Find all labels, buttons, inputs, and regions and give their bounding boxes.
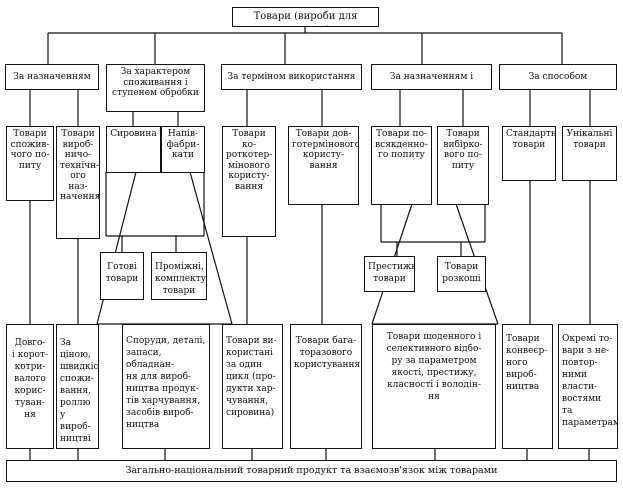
box-semi-finished: Напів- фабри- кати [161, 126, 205, 173]
category-by-production: За способом виготовлення [499, 64, 617, 90]
desc-single-cycle: Товари ви- користані за один цикл (про- … [222, 324, 283, 449]
box-raw-materials: Сировина [106, 126, 161, 173]
category-by-purpose: За назначенням [5, 64, 99, 90]
desc-buildings-parts: Споруди, деталі, запаси, обладнан- ня дл… [122, 324, 210, 449]
box-long-term-goods: Товари дов- готермінового користу- вання [288, 126, 359, 205]
category-by-consumption: За характером споживання і ступенем обро… [106, 64, 205, 112]
category-by-purpose-and-price: За назначенням і ціною [371, 64, 492, 90]
desc-conveyor-production: Товари конвеєр- ного вироб- ництва [502, 324, 553, 449]
box-intermediate-goods: Проміжні, комплектуючі товари [151, 252, 207, 300]
bottom-summary-box: Загально-національний товарний продукт т… [6, 460, 617, 482]
desc-long-short-use: Довго- і корот- котри- валого корис- тув… [6, 324, 54, 449]
root-box: Товари (вироби для продажу) [232, 7, 379, 27]
box-luxury-goods: Товари розкоші [437, 256, 486, 292]
desc-daily-selective: Товари щоденного і селективного відбо- р… [372, 324, 496, 449]
box-standard-goods: Стандартні товари [502, 126, 556, 181]
box-industrial-goods: Товари вироб- ничо- технічн- ого наз- на… [56, 126, 100, 239]
box-consumer-goods: Товари спожив- чого по- питу [6, 126, 54, 201]
box-selective-demand: Товари вибірко- вого по- питу [437, 126, 489, 205]
box-everyday-demand: Товари по- всякденно- го попиту [371, 126, 432, 205]
box-short-term-goods: Товари ко- роткотер- мінового користу- в… [222, 126, 276, 237]
desc-unique-properties: Окремі то- вари з не- повтор- ними власт… [558, 324, 618, 449]
box-unique-goods: Унікальні товари [562, 126, 617, 181]
category-by-usage-term: За терміном використання [221, 64, 362, 90]
desc-reusable: Товари бага- торазового користування [290, 324, 362, 449]
desc-price-speed-role: За ціною, швидкістю спожи- вання, роллю … [56, 324, 99, 449]
box-finished-goods: Готові товари [100, 252, 144, 300]
box-prestige-goods: Престижні товари [364, 256, 415, 292]
